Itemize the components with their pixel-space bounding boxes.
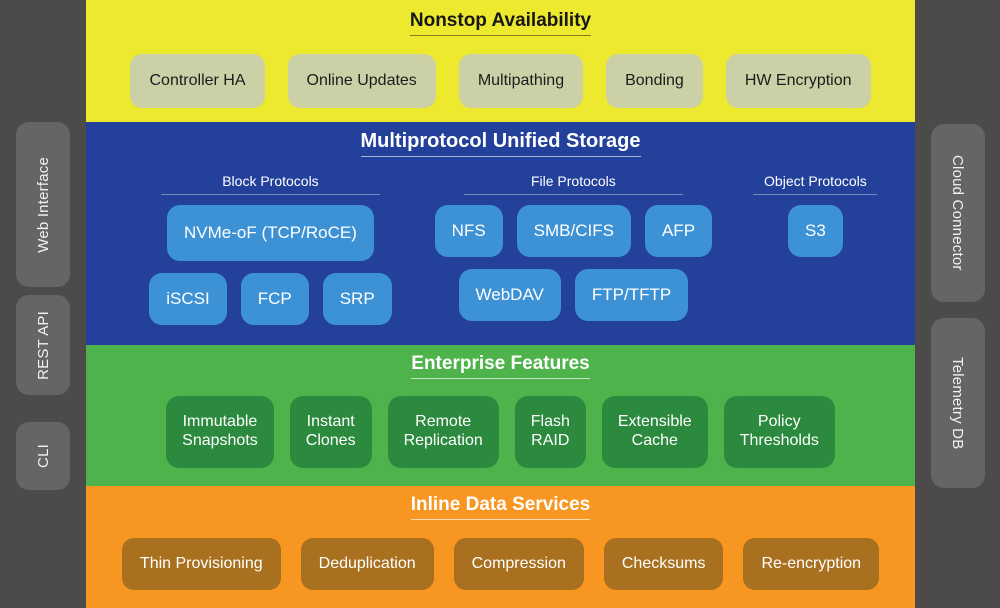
band-title: Multiprotocol Unified Storage: [360, 130, 641, 161]
title-underline: [411, 378, 590, 379]
title-underline: [360, 156, 641, 157]
band-inline-data-services: Inline Data Services Thin Provisioning D…: [86, 486, 915, 608]
right-integration-rail: Cloud Connector Telemetry DB: [915, 0, 1000, 608]
chip-immutable-snapshots[interactable]: Immutable Snapshots: [166, 396, 274, 468]
chip-iscsi[interactable]: iSCSI: [149, 273, 227, 325]
rail-item-rest-api[interactable]: REST API: [16, 295, 70, 395]
title-underline: [410, 519, 591, 520]
chip-re-encryption[interactable]: Re-encryption: [743, 538, 880, 590]
chip-webdav[interactable]: WebDAV: [458, 269, 561, 321]
enterprise-chip-row: Immutable Snapshots Instant Clones Remot…: [166, 396, 835, 468]
band-title-text: Nonstop Availability: [409, 10, 592, 31]
band-title: Enterprise Features: [411, 353, 590, 383]
chip-instant-clones[interactable]: Instant Clones: [289, 396, 372, 468]
chip-online-updates[interactable]: Online Updates: [287, 54, 436, 108]
band-title-text: Inline Data Services: [410, 494, 591, 515]
chip-afp[interactable]: AFP: [644, 205, 713, 257]
rail-item-cli[interactable]: CLI: [16, 422, 70, 490]
chip-compression[interactable]: Compression: [453, 538, 584, 590]
protocol-group-block: Block Protocols NVMe-oF (TCP/RoCE) iSCSI…: [130, 173, 411, 325]
rail-item-label: Web Interface: [34, 156, 52, 253]
block-row-1: NVMe-oF (TCP/RoCE): [167, 205, 374, 261]
chip-checksums[interactable]: Checksums: [603, 538, 724, 590]
chip-policy-thresholds[interactable]: Policy Thresholds: [723, 396, 835, 468]
group-underline: [753, 194, 878, 195]
group-underline: [463, 194, 683, 195]
chip-extensible-cache[interactable]: Extensible Cache: [601, 396, 708, 468]
band-nonstop-availability: Nonstop Availability Controller HA Onlin…: [86, 0, 915, 122]
protocol-groups: Block Protocols NVMe-oF (TCP/RoCE) iSCSI…: [106, 173, 895, 325]
rail-item-label: REST API: [34, 310, 52, 380]
object-row-1: S3: [788, 205, 843, 257]
band-title: Inline Data Services: [410, 494, 591, 524]
band-multiprotocol-unified-storage: Multiprotocol Unified Storage Block Prot…: [86, 122, 915, 345]
inline-chip-row: Thin Provisioning Deduplication Compress…: [121, 538, 880, 590]
band-title-text: Multiprotocol Unified Storage: [360, 130, 641, 152]
chip-remote-replication[interactable]: Remote Replication: [387, 396, 499, 468]
chip-controller-ha[interactable]: Controller HA: [130, 54, 265, 108]
block-row-2: iSCSI FCP SRP: [149, 273, 392, 325]
chip-bonding[interactable]: Bonding: [606, 54, 703, 108]
chip-flash-raid[interactable]: Flash RAID: [514, 396, 586, 468]
group-underline: [160, 194, 380, 195]
file-row-2: WebDAV FTP/TFTP: [458, 269, 689, 321]
band-title-text: Enterprise Features: [411, 353, 590, 374]
protocol-group-object: Object Protocols S3: [736, 173, 895, 257]
chip-s3[interactable]: S3: [788, 205, 843, 257]
rail-item-cloud-connector[interactable]: Cloud Connector: [930, 124, 985, 302]
band-title: Nonstop Availability: [409, 10, 592, 40]
rail-item-label: Cloud Connector: [949, 155, 966, 271]
chip-smb-cifs[interactable]: SMB/CIFS: [516, 205, 631, 257]
chip-nvme-of[interactable]: NVMe-oF (TCP/RoCE): [167, 205, 374, 261]
availability-chip-row: Controller HA Online Updates Multipathin…: [130, 54, 871, 108]
chip-thin-provisioning[interactable]: Thin Provisioning: [121, 538, 281, 590]
file-row-1: NFS SMB/CIFS AFP: [434, 205, 713, 257]
rail-item-web-interface[interactable]: Web Interface: [16, 122, 70, 287]
chip-ftp-tftp[interactable]: FTP/TFTP: [574, 269, 689, 321]
rail-item-telemetry-db[interactable]: Telemetry DB: [930, 318, 985, 488]
protocol-group-file: File Protocols NFS SMB/CIFS AFP WebDAV F…: [433, 173, 714, 321]
group-title-object: Object Protocols: [764, 173, 867, 189]
chip-srp[interactable]: SRP: [322, 273, 392, 325]
rail-item-label: Telemetry DB: [949, 356, 966, 450]
chip-fcp[interactable]: FCP: [240, 273, 309, 325]
chip-deduplication[interactable]: Deduplication: [300, 538, 434, 590]
left-access-rail: Web Interface REST API CLI: [0, 0, 86, 608]
chip-nfs[interactable]: NFS: [434, 205, 503, 257]
chip-multipathing[interactable]: Multipathing: [458, 54, 584, 108]
architecture-stack: Nonstop Availability Controller HA Onlin…: [86, 0, 915, 608]
title-underline: [409, 35, 592, 36]
group-title-file: File Protocols: [530, 173, 616, 189]
rail-item-label: CLI: [34, 444, 52, 468]
chip-hw-encryption[interactable]: HW Encryption: [725, 54, 871, 108]
band-enterprise-features: Enterprise Features Immutable Snapshots …: [86, 345, 915, 486]
group-title-block: Block Protocols: [222, 173, 319, 189]
